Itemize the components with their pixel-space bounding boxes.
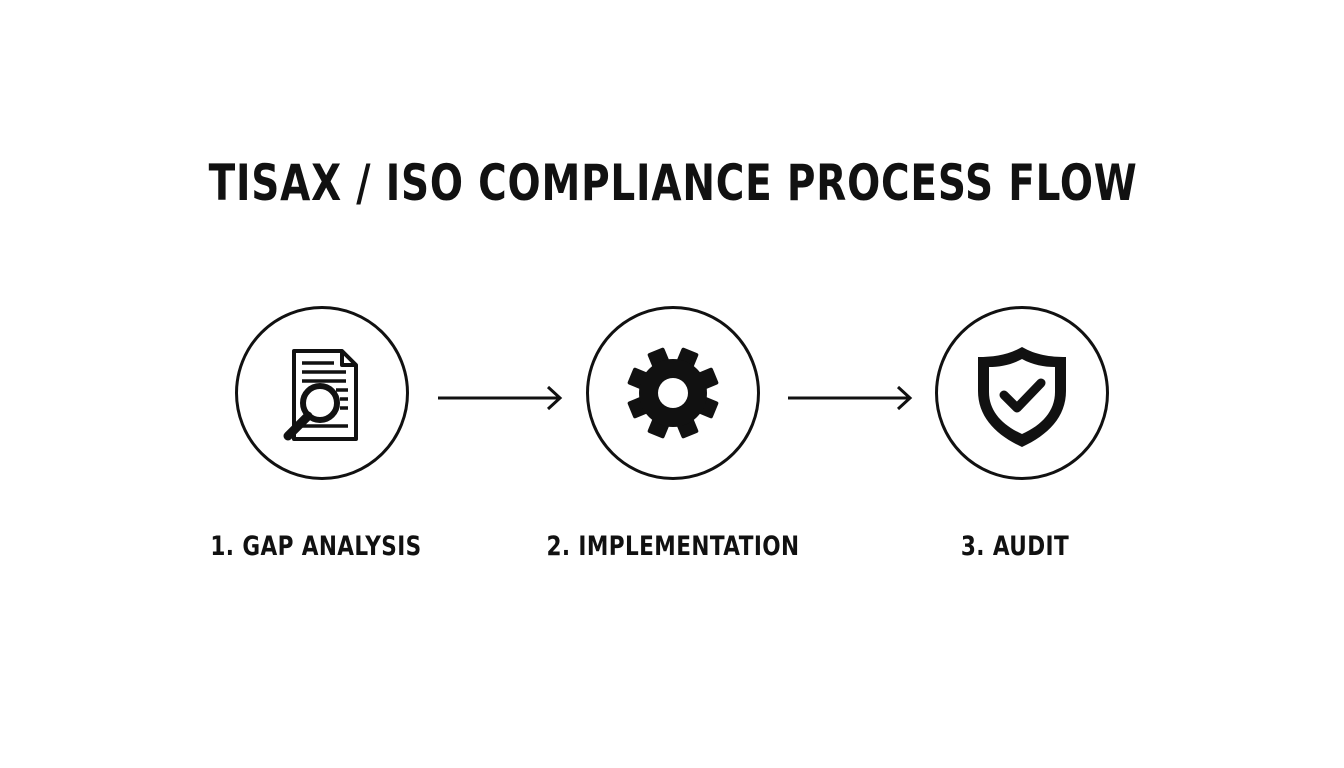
step-label-gap-analysis: 1. GAP ANALYSIS — [210, 531, 422, 562]
step-label-implementation: 2. IMPLEMENTATION — [546, 531, 800, 562]
step-circle-implementation — [586, 306, 760, 480]
step-label-audit: 3. AUDIT — [960, 531, 1070, 562]
step-circle-audit — [935, 306, 1109, 480]
diagram-title: TISAX / ISO COMPLIANCE PROCESS FLOW — [208, 154, 1138, 212]
flow-arrow-1 — [438, 385, 563, 411]
document-magnifier-icon — [283, 349, 358, 441]
flow-arrow-2 — [788, 385, 913, 411]
gear-icon — [627, 347, 719, 439]
shield-check-icon — [978, 347, 1066, 447]
step-circle-gap-analysis — [235, 306, 409, 480]
